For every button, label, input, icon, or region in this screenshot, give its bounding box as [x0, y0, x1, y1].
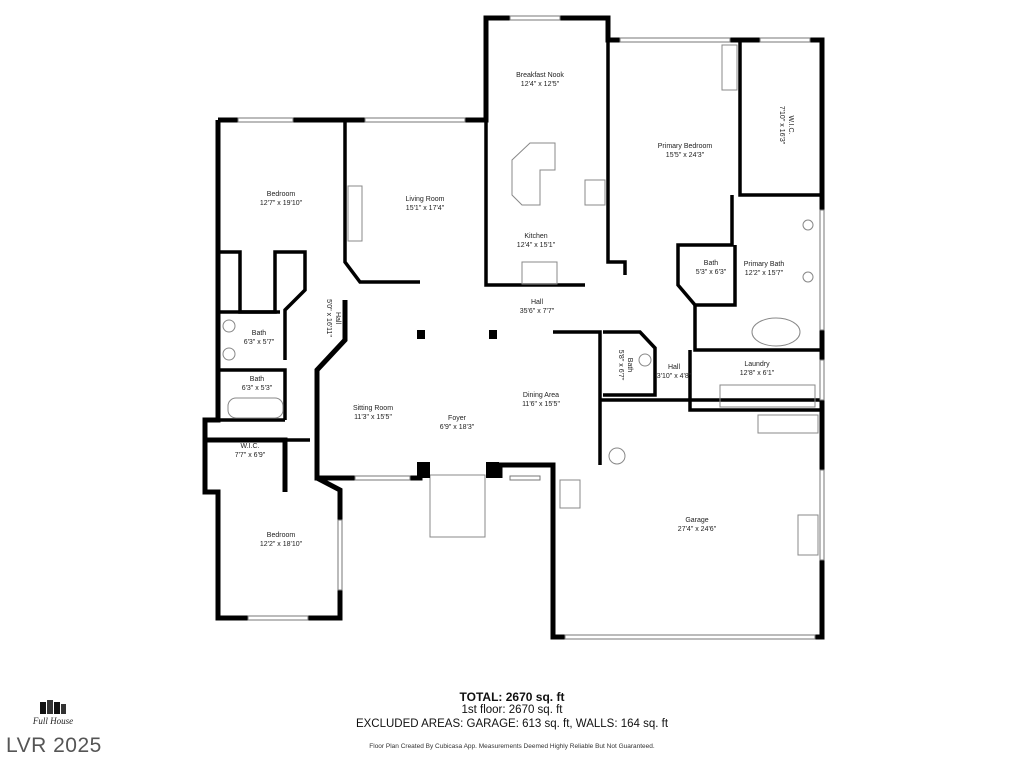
front-door-icon	[429, 474, 486, 538]
sink-icon	[802, 271, 814, 283]
interior-walls	[218, 40, 822, 465]
svg-text:Foyer: Foyer	[448, 415, 467, 422]
svg-text:Hall: Hall	[531, 299, 544, 306]
room-garage: Garage 27'4" x 24'6"	[678, 517, 717, 533]
fireplace-icon	[347, 185, 363, 242]
fireplace-icon	[721, 44, 738, 91]
svg-text:35'6" x 7'7": 35'6" x 7'7"	[520, 308, 555, 315]
svg-text:Bedroom: Bedroom	[267, 532, 296, 539]
svg-text:7'10" x 16'3": 7'10" x 16'3"	[778, 106, 785, 145]
room-primary-wic: W.I.C.7'10" x 16'3"	[778, 106, 794, 145]
column	[489, 330, 497, 339]
room-bedroom-1: Bedroom 12'7" x 19'10"	[260, 191, 303, 207]
room-sitting-room: Sitting Room 11'3" x 15'5"	[353, 405, 393, 421]
svg-text:6'3" x 5'7": 6'3" x 5'7"	[244, 339, 275, 346]
svg-text:Garage: Garage	[685, 517, 708, 524]
bathtub-icon	[227, 397, 284, 419]
svg-text:15'5" x 24'3": 15'5" x 24'3"	[666, 152, 705, 159]
room-primary-bath: Primary Bath 12'2" x 15'7"	[744, 261, 785, 277]
svg-text:Breakfast Nook: Breakfast Nook	[516, 72, 564, 79]
svg-text:12'4" x 15'1": 12'4" x 15'1"	[517, 242, 556, 249]
fridge-icon	[521, 261, 558, 285]
svg-text:Bath: Bath	[626, 358, 633, 373]
room-primary-bedroom: Primary Bedroom 15'5" x 24'3"	[658, 143, 713, 159]
excluded-areas: EXCLUDED AREAS: GARAGE: 613 sq. ft, WALL…	[355, 718, 669, 730]
room-labels: Breakfast Nook 12'4" x 12'5" Bedroom 12'7"…	[235, 72, 794, 548]
svg-text:12'8" x 6'1": 12'8" x 6'1"	[740, 370, 775, 377]
sink-icon	[222, 319, 236, 333]
svg-text:11'3" x 15'5": 11'3" x 15'5"	[354, 414, 392, 421]
disclaimer: Floor Plan Created By Cubicasa App. Meas…	[369, 743, 655, 750]
svg-text:W.I.C.: W.I.C.	[240, 443, 259, 450]
svg-text:6'9" x 18'3": 6'9" x 18'3"	[440, 424, 475, 431]
svg-text:Laundry: Laundry	[744, 361, 770, 368]
room-foyer: Foyer 6'9" x 18'3"	[440, 415, 475, 431]
sink-icon	[802, 219, 814, 231]
room-hall-main: Hall 35'6" x 7'7"	[520, 299, 555, 315]
column	[417, 330, 425, 339]
svg-text:Sitting Room: Sitting Room	[353, 405, 393, 412]
room-bath-2: Bath 6'3" x 5'7"	[244, 330, 275, 346]
svg-text:6'3" x 5'3": 6'3" x 5'3"	[242, 385, 273, 392]
room-laundry: Laundry 12'8" x 6'1"	[740, 361, 775, 377]
room-breakfast-nook: Breakfast Nook 12'4" x 12'5"	[516, 72, 564, 88]
sink-icon	[638, 353, 652, 367]
fixtures	[222, 44, 819, 556]
svg-text:Bath: Bath	[250, 376, 265, 383]
svg-text:W.I.C.: W.I.C.	[787, 115, 794, 134]
column	[417, 462, 430, 478]
svg-text:Primary Bedroom: Primary Bedroom	[658, 143, 713, 150]
svg-text:Bath: Bath	[704, 260, 719, 267]
svg-text:7'7" x 6'9": 7'7" x 6'9"	[235, 452, 266, 459]
svg-text:11'6" x 15'5": 11'6" x 15'5"	[522, 401, 560, 408]
windows	[237, 15, 825, 640]
svg-text:5'8" x 6'7": 5'8" x 6'7"	[617, 350, 624, 381]
svg-text:Bath: Bath	[252, 330, 267, 337]
watermark: LVR 2025	[6, 734, 102, 757]
room-wic-2: W.I.C. 7'7" x 6'9"	[235, 443, 266, 459]
svg-text:Dining Area: Dining Area	[523, 392, 559, 399]
kitchen-island-icon	[511, 142, 556, 206]
svg-text:Hall: Hall	[334, 312, 341, 325]
svg-text:27'4" x 24'6": 27'4" x 24'6"	[678, 526, 717, 533]
svg-text:Living Room: Living Room	[406, 196, 445, 203]
svg-text:Primary Bath: Primary Bath	[744, 261, 785, 268]
svg-text:3'10" x 4'8": 3'10" x 4'8"	[657, 373, 692, 380]
room-dining-area: Dining Area 11'6" x 15'5"	[522, 392, 560, 408]
svg-text:12'2" x 18'10": 12'2" x 18'10"	[260, 541, 303, 548]
svg-text:15'1" x 17'4": 15'1" x 17'4"	[406, 205, 445, 212]
svg-text:12'7" x 19'10": 12'7" x 19'10"	[260, 200, 303, 207]
svg-text:Bedroom: Bedroom	[267, 191, 296, 198]
garage-cabinet-icon	[797, 514, 819, 556]
room-bedroom-2: Bedroom 12'2" x 18'10"	[260, 532, 303, 548]
garage-shelf-icon	[757, 414, 819, 434]
svg-text:12'4" x 12'5": 12'4" x 12'5"	[521, 81, 560, 88]
room-bath-3: Bath 6'3" x 5'3"	[242, 376, 273, 392]
total-area: TOTAL: 2670 sq. ft	[459, 690, 565, 704]
svg-text:5'0" x 16'11": 5'0" x 16'11"	[325, 299, 332, 337]
garage-cabinet-icon	[559, 479, 581, 509]
svg-text:Kitchen: Kitchen	[524, 233, 547, 240]
sink-icon	[222, 347, 236, 361]
first-floor-area: 1st floor: 2670 sq. ft	[461, 704, 563, 716]
full-house-logo: Full House	[32, 700, 73, 726]
room-living-room: Living Room 15'1" x 17'4"	[406, 196, 445, 212]
bathtub-icon	[751, 317, 801, 347]
column	[486, 462, 499, 478]
stove-icon	[584, 179, 606, 206]
svg-text:Full House: Full House	[32, 716, 73, 726]
water-heater-icon	[608, 447, 626, 465]
svg-text:5'3" x 6'3": 5'3" x 6'3"	[696, 269, 727, 276]
room-kitchen: Kitchen 12'4" x 15'1"	[517, 233, 556, 249]
svg-text:12'2" x 15'7": 12'2" x 15'7"	[745, 270, 784, 277]
room-bath-primary-wc: Bath 5'3" x 6'3"	[696, 260, 727, 276]
laundry-appliances-icon	[719, 384, 816, 408]
svg-text:Hall: Hall	[668, 364, 681, 371]
room-hall-small: Hall 3'10" x 4'8"	[657, 364, 692, 380]
floor-plan: Breakfast Nook 12'4" x 12'5" Bedroom 12'7"…	[202, 15, 825, 640]
